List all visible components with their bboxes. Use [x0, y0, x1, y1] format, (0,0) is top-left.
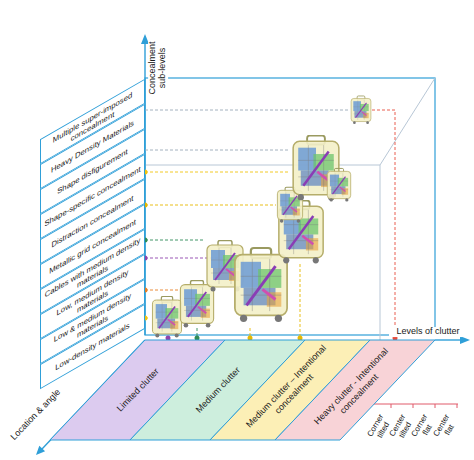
axis-title: Concealment sub-levels: [148, 37, 168, 99]
marker-dots: [143, 170, 398, 341]
leader-lines: [145, 110, 395, 338]
axes: [36, 34, 470, 455]
position-label: Center flat: [430, 409, 462, 447]
xray-bags: [152, 96, 370, 338]
position-bracket: [368, 404, 458, 408]
axis-title: Levels of clutter: [389, 327, 467, 337]
